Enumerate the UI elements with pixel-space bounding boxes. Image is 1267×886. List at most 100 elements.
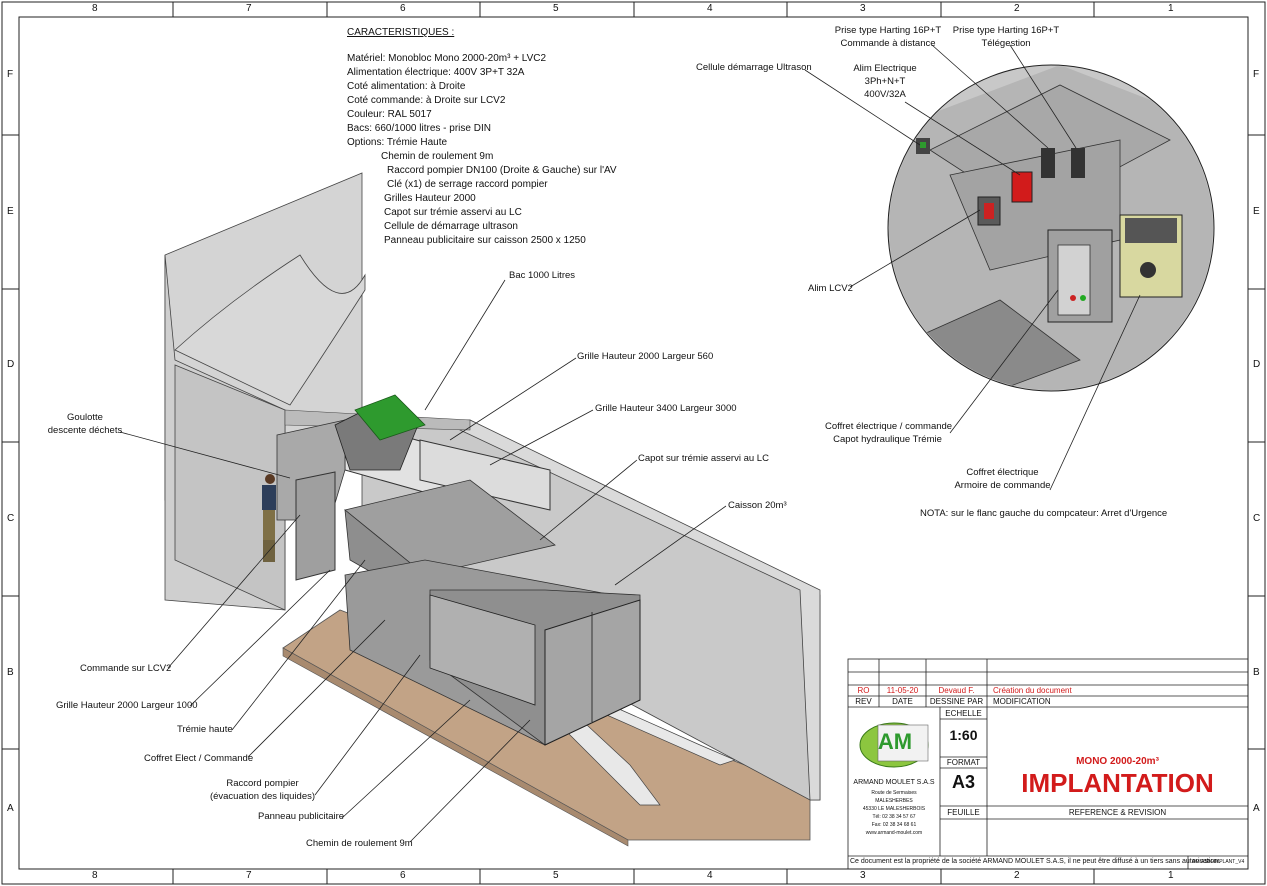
label-nota: NOTA: sur le flanc gauche du compcateur:… (920, 508, 1168, 519)
label-tremie: Trémie haute (177, 724, 233, 735)
tb-date-value: 11-05-20 (886, 686, 919, 695)
tb-echelle-header: ECHELLE (945, 709, 982, 718)
zone-top-7: 7 (246, 3, 252, 14)
zone-left-f: F (7, 69, 14, 80)
tb-company: ARMAND MOULET S.A.S (853, 779, 935, 786)
grille-3000 (419, 439, 551, 511)
zone-top-2: 2 (1014, 3, 1020, 14)
zone-top-6: 6 (400, 3, 406, 14)
label-grille-1000: Grille Hauteur 2000 Largeur 1000 (56, 700, 198, 711)
zone-bottom-2: 2 (1014, 870, 1020, 881)
person-figure (262, 474, 276, 562)
am-logo (859, 722, 929, 768)
spec-option: Grilles Hauteur 2000 (384, 193, 476, 204)
bin-lid (354, 394, 426, 441)
zone-bottom-1: 1 (1168, 870, 1174, 881)
zone-left-d: D (7, 359, 15, 370)
zone-bottom-5: 5 (553, 870, 559, 881)
tb-feuille-header: FEUILLE (947, 808, 980, 817)
tb-address-1: Route de Sermaises (871, 790, 917, 796)
zone-right-b: B (1253, 667, 1260, 678)
label-alim-lcv2: Alim LCV2 (808, 283, 853, 294)
zone-right-c: C (1253, 513, 1261, 524)
spec-line: Coté commande: à Droite sur LCV2 (347, 95, 506, 106)
tb-address-3: 45330 LE MALESHERBOIS (862, 806, 926, 812)
tb-reference-code: AM-ASM-IMPLANT_V4 (1192, 859, 1245, 865)
label-grille-3000: Grille Hauteur 3400 Largeur 3000 (595, 403, 737, 414)
tb-fax: Fax: 02 38 34 68 61 (871, 822, 917, 828)
zone-bottom-3: 3 (860, 870, 866, 881)
tb-date-header: DATE (892, 697, 913, 706)
zone-top-1: 1 (1168, 3, 1174, 14)
tb-subtitle: MONO 2000-20m³ (1076, 756, 1159, 767)
detail-harting-2 (1071, 148, 1085, 178)
label-coffret-elect: Coffret Elect / Commande (144, 753, 254, 764)
spec-option: Cellule de démarrage ultrason (384, 221, 518, 232)
detail-harting-1 (1041, 148, 1055, 178)
spec-line: Options: Trémie Haute (347, 137, 448, 148)
tb-rev-value: RO (857, 686, 870, 695)
advert-panel (429, 594, 536, 706)
label-commande-lcv2: Commande sur LCV2 (80, 663, 172, 674)
spec-option: Chemin de roulement 9m (381, 151, 494, 162)
zone-right-a: A (1253, 803, 1260, 814)
spec-option: Raccord pompier DN100 (Droite & Gauche) … (387, 165, 617, 176)
label-raccord: Raccord pompier(évacuation des liquides) (209, 778, 316, 802)
zone-left-a: A (7, 803, 14, 814)
spec-line: Couleur: RAL 5017 (347, 109, 432, 120)
tb-tel: Tél: 02 38 34 57 67 (872, 814, 916, 820)
label-grille-560: Grille Hauteur 2000 Largeur 560 (577, 351, 714, 362)
tb-address-2: MALESHERBES (875, 798, 913, 804)
spec-option: Panneau publicitaire sur caisson 2500 x … (384, 235, 586, 246)
spec-line: Coté alimentation: à Droite (347, 81, 466, 92)
zone-bottom-7: 7 (246, 870, 252, 881)
spec-option: Capot sur trémie asservi au LC (384, 207, 522, 218)
zone-top-3: 3 (860, 3, 866, 14)
zone-left-e: E (7, 206, 14, 217)
spec-line: Bacs: 660/1000 litres - prise DIN (347, 123, 491, 134)
tb-logo-text: AM (877, 729, 913, 754)
detail-alim-electrique (1011, 171, 1033, 203)
tb-modification-header: MODIFICATION (993, 697, 1051, 706)
zone-top-5: 5 (553, 3, 559, 14)
tb-format-value: A3 (951, 772, 975, 792)
tb-rev-header: REV (855, 697, 872, 706)
zone-bottom-8: 8 (92, 870, 98, 881)
label-chemin: Chemin de roulement 9m (306, 838, 413, 849)
label-caisson: Caisson 20m³ (728, 500, 787, 511)
tb-dessine-header: DESSINE PAR (929, 697, 984, 706)
tb-modification-value: Création du document (993, 686, 1072, 695)
title-block (847, 658, 1249, 870)
specs-block: CARACTERISTIQUES : Matériel: Monobloc Mo… (347, 26, 617, 248)
label-panneau: Panneau publicitaire (258, 811, 345, 822)
lcv2-door (295, 471, 336, 581)
tb-footer-notice: Ce document est la propriété de la socié… (850, 858, 1221, 865)
zone-top-4: 4 (707, 3, 713, 14)
tb-author-value: Devaud F. (938, 686, 975, 695)
tb-reference-header: REFERENCE & REVISION (1068, 808, 1167, 817)
zone-right-f: F (1253, 69, 1260, 80)
label-bac: Bac 1000 Litres (509, 270, 576, 281)
zone-right-e: E (1253, 206, 1260, 217)
specs-title: CARACTERISTIQUES : (347, 27, 455, 38)
tb-web: www.armand-moulet.com (865, 830, 923, 836)
tb-echelle-value: 1:60 (949, 727, 978, 743)
zone-top-8: 8 (92, 3, 98, 14)
zone-left-c: C (7, 513, 15, 524)
zone-right-d: D (1253, 359, 1261, 370)
tb-title: IMPLANTATION (1021, 768, 1214, 798)
zone-bottom-4: 4 (707, 870, 713, 881)
spec-line: Matériel: Monobloc Mono 2000-20m³ + LVC2 (347, 53, 547, 64)
label-capot: Capot sur trémie asservi au LC (638, 453, 769, 464)
zone-bottom-6: 6 (400, 870, 406, 881)
zone-left-b: B (7, 667, 14, 678)
spec-line: Alimentation électrique: 400V 3P+T 32A (347, 67, 525, 78)
tb-format-header: FORMAT (946, 758, 981, 767)
